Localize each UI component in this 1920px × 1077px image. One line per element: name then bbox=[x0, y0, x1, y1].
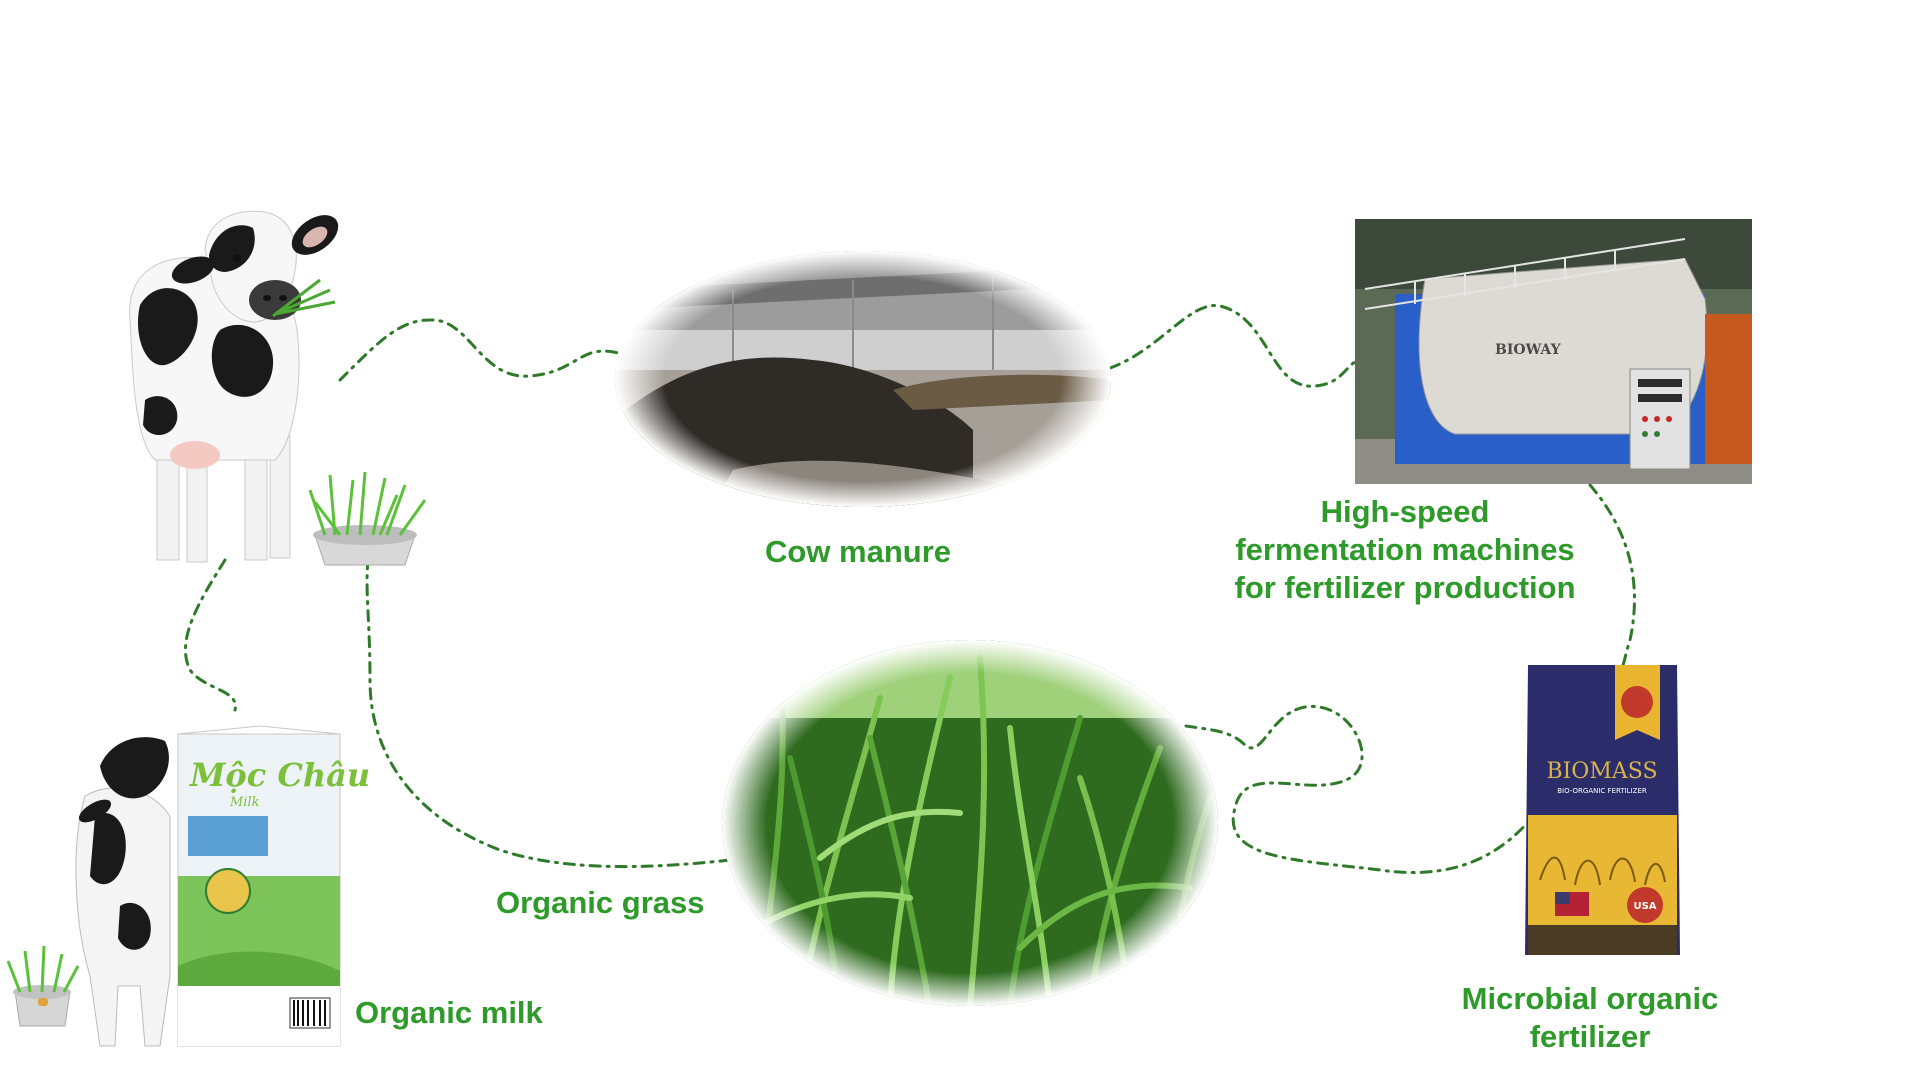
connector-machine-to-fertilizer bbox=[1590, 485, 1634, 668]
fermentation-machine-label-line-3: for fertilizer production bbox=[1225, 569, 1585, 607]
fermentation-machine-image: BIOWAY bbox=[1355, 219, 1752, 484]
cow-icon bbox=[130, 207, 346, 562]
carton-brand-text: Mộc Châu bbox=[189, 756, 370, 794]
carton-subtext: Milk bbox=[229, 795, 260, 810]
bag-brand-text: BIOMASS bbox=[1546, 759, 1657, 784]
microbial-fertilizer-bag-image: BIOMASS BIO-ORGANIC FERTILIZER USA bbox=[1520, 660, 1685, 965]
connector-grass-to-cow bbox=[367, 560, 730, 867]
connector-cow-to-milk bbox=[185, 560, 235, 710]
microbial-fertilizer-label-line-2: fertilizer bbox=[1440, 1018, 1740, 1056]
milk-bucket-icon bbox=[8, 946, 78, 1026]
microbial-fertilizer-label: Microbial organic fertilizer bbox=[1440, 980, 1740, 1056]
bag-subtitle-text: BIO-ORGANIC FERTILIZER bbox=[1557, 787, 1647, 795]
fermentation-machine-label: High-speed fermentation machines for fer… bbox=[1225, 493, 1585, 607]
organic-milk-image: Mộc Châu Milk bbox=[0, 726, 345, 1051]
fermentation-machine-label-line-2: fermentation machines bbox=[1225, 531, 1585, 569]
connector-manure-to-machine bbox=[1110, 306, 1355, 387]
grass-bucket-icon bbox=[310, 472, 425, 565]
dairy-cow-image bbox=[125, 210, 445, 565]
small-cow-icon bbox=[75, 737, 170, 1046]
usa-badge-text: USA bbox=[1633, 901, 1656, 912]
cow-manure-label: Cow manure bbox=[765, 533, 951, 571]
connector-fertilizer-to-grass bbox=[1180, 706, 1540, 872]
organic-grass-image bbox=[720, 638, 1220, 1008]
milk-carton-icon: Mộc Châu Milk bbox=[178, 726, 370, 1046]
organic-milk-label: Organic milk bbox=[355, 994, 543, 1032]
organic-grass-label: Organic grass bbox=[496, 884, 704, 922]
cow-manure-image bbox=[613, 250, 1113, 508]
machine-brand-text: BIOWAY bbox=[1495, 342, 1562, 358]
fermentation-machine-label-line-1: High-speed bbox=[1225, 493, 1585, 531]
microbial-fertilizer-label-line-1: Microbial organic bbox=[1440, 980, 1740, 1018]
